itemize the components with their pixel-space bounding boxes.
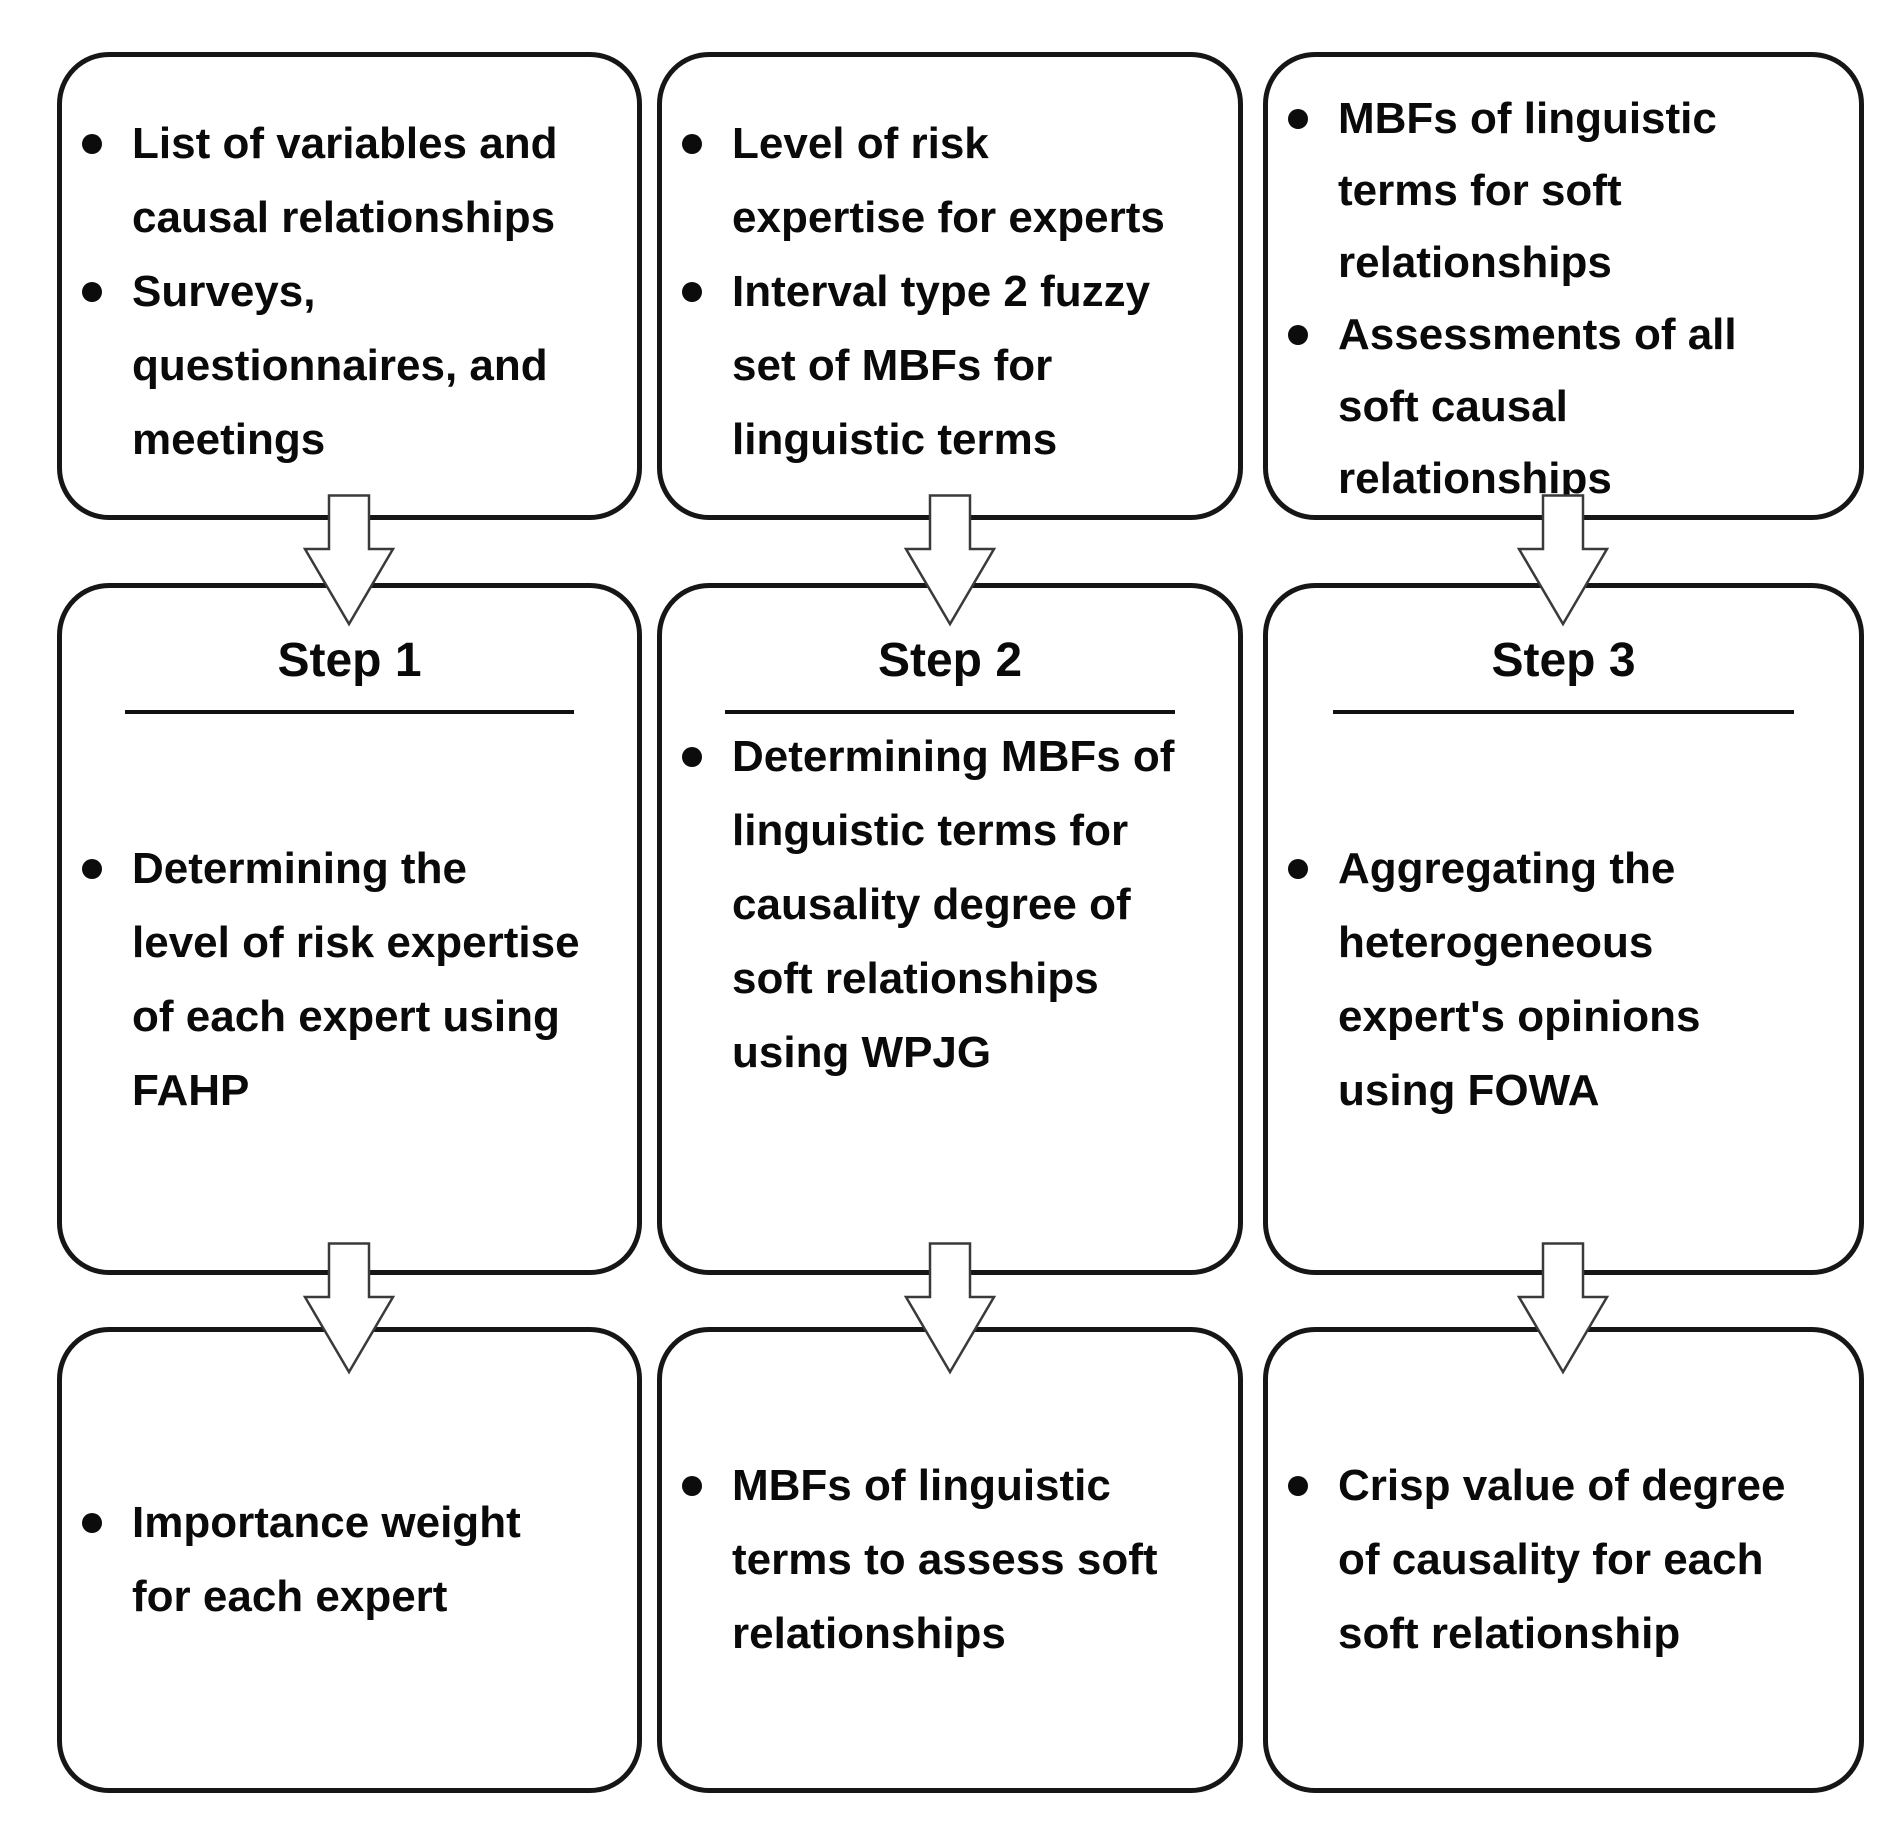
bullet-dot [1288, 325, 1308, 345]
bullet-dot [682, 282, 702, 302]
step2-box: Step 2 Determining MBFs of linguistic te… [657, 583, 1243, 1275]
down-arrow-icon [903, 1242, 997, 1375]
bullet-text: Interval type 2 fuzzy set of MBFs for li… [732, 267, 1151, 464]
bullet-text: Level of risk expertise for experts [732, 119, 1165, 242]
bullet-dot [682, 747, 702, 767]
down-arrow-icon [1516, 1242, 1610, 1375]
down-arrow-icon [302, 494, 396, 627]
list-item: Determining MBFs of linguistic terms for… [676, 720, 1222, 1090]
step1-title: Step 1 [277, 634, 422, 687]
output-box-step3: Crisp value of degree of causality for e… [1263, 1327, 1864, 1793]
input-box-step3: MBFs of linguistic terms for soft relati… [1263, 52, 1864, 520]
bullet-text: MBFs of linguistic terms to assess soft … [732, 1461, 1158, 1658]
step3-underline [1333, 710, 1794, 714]
bullet-text: MBFs of linguistic terms for soft relati… [1338, 94, 1717, 287]
bullet-list: Crisp value of degree of causality for e… [1268, 1449, 1859, 1671]
list-item: Importance weight for each expert [76, 1486, 621, 1634]
bullet-dot [82, 282, 102, 302]
step3-box: Step 3 Aggregating the heterogeneous exp… [1263, 583, 1864, 1275]
list-item: Aggregating the heterogeneous expert's o… [1282, 832, 1843, 1128]
bullet-text: Aggregating the heterogeneous expert's o… [1338, 844, 1701, 1115]
input-box-step2: Level of risk expertise for experts Inte… [657, 52, 1243, 520]
list-item: MBFs of linguistic terms for soft relati… [1282, 83, 1843, 299]
step1-box: Step 1 Determining the level of risk exp… [57, 583, 642, 1275]
list-item: Interval type 2 fuzzy set of MBFs for li… [676, 255, 1222, 477]
bullet-list: Aggregating the heterogeneous expert's o… [1268, 832, 1859, 1128]
bullet-dot [682, 1476, 702, 1496]
list-item: Level of risk expertise for experts [676, 107, 1222, 255]
bullet-dot [1288, 859, 1308, 879]
bullet-list: Determining the level of risk expertise … [62, 832, 637, 1128]
bullet-list: Determining MBFs of linguistic terms for… [662, 720, 1238, 1090]
bullet-dot [1288, 109, 1308, 129]
down-arrow-icon [903, 494, 997, 627]
output-box-step2: MBFs of linguistic terms to assess soft … [657, 1327, 1243, 1793]
list-item: Crisp value of degree of causality for e… [1282, 1449, 1843, 1671]
input-box-step1: List of variables and causal relationshi… [57, 52, 642, 520]
list-item: Assessments of all soft causal relations… [1282, 299, 1843, 515]
bullet-text: Surveys, questionnaires, and meetings [132, 267, 548, 464]
list-item: List of variables and causal relationshi… [76, 107, 621, 255]
down-arrow-icon [302, 1242, 396, 1375]
bullet-dot [1288, 1476, 1308, 1496]
list-item: Determining the level of risk expertise … [76, 832, 621, 1128]
step2-title: Step 2 [877, 634, 1023, 687]
list-item: Surveys, questionnaires, and meetings [76, 255, 621, 477]
bullet-text: Crisp value of degree of causality for e… [1338, 1461, 1786, 1658]
step1-underline [125, 710, 574, 714]
bullet-text: List of variables and causal relationshi… [132, 119, 558, 242]
bullet-list: List of variables and causal relationshi… [62, 57, 637, 477]
output-box-step1: Importance weight for each expert [57, 1327, 642, 1793]
bullet-list: Level of risk expertise for experts Inte… [662, 57, 1238, 477]
bullet-list: MBFs of linguistic terms to assess soft … [662, 1449, 1238, 1671]
bullet-text: Determining MBFs of linguistic terms for… [732, 732, 1175, 1077]
bullet-dot [82, 1513, 102, 1533]
step2-underline [725, 710, 1175, 714]
bullet-text: Importance weight for each expert [132, 1498, 521, 1621]
bullet-text: Determining the level of risk expertise … [132, 844, 580, 1115]
bullet-dot [82, 134, 102, 154]
bullet-list: Importance weight for each expert [62, 1486, 637, 1634]
bullet-dot [82, 859, 102, 879]
down-arrow-icon [1516, 494, 1610, 627]
list-item: MBFs of linguistic terms to assess soft … [676, 1449, 1222, 1671]
bullet-dot [682, 134, 702, 154]
bullet-list: MBFs of linguistic terms for soft relati… [1268, 57, 1859, 515]
step3-title: Step 3 [1491, 634, 1636, 687]
bullet-text: Assessments of all soft causal relations… [1338, 310, 1737, 503]
